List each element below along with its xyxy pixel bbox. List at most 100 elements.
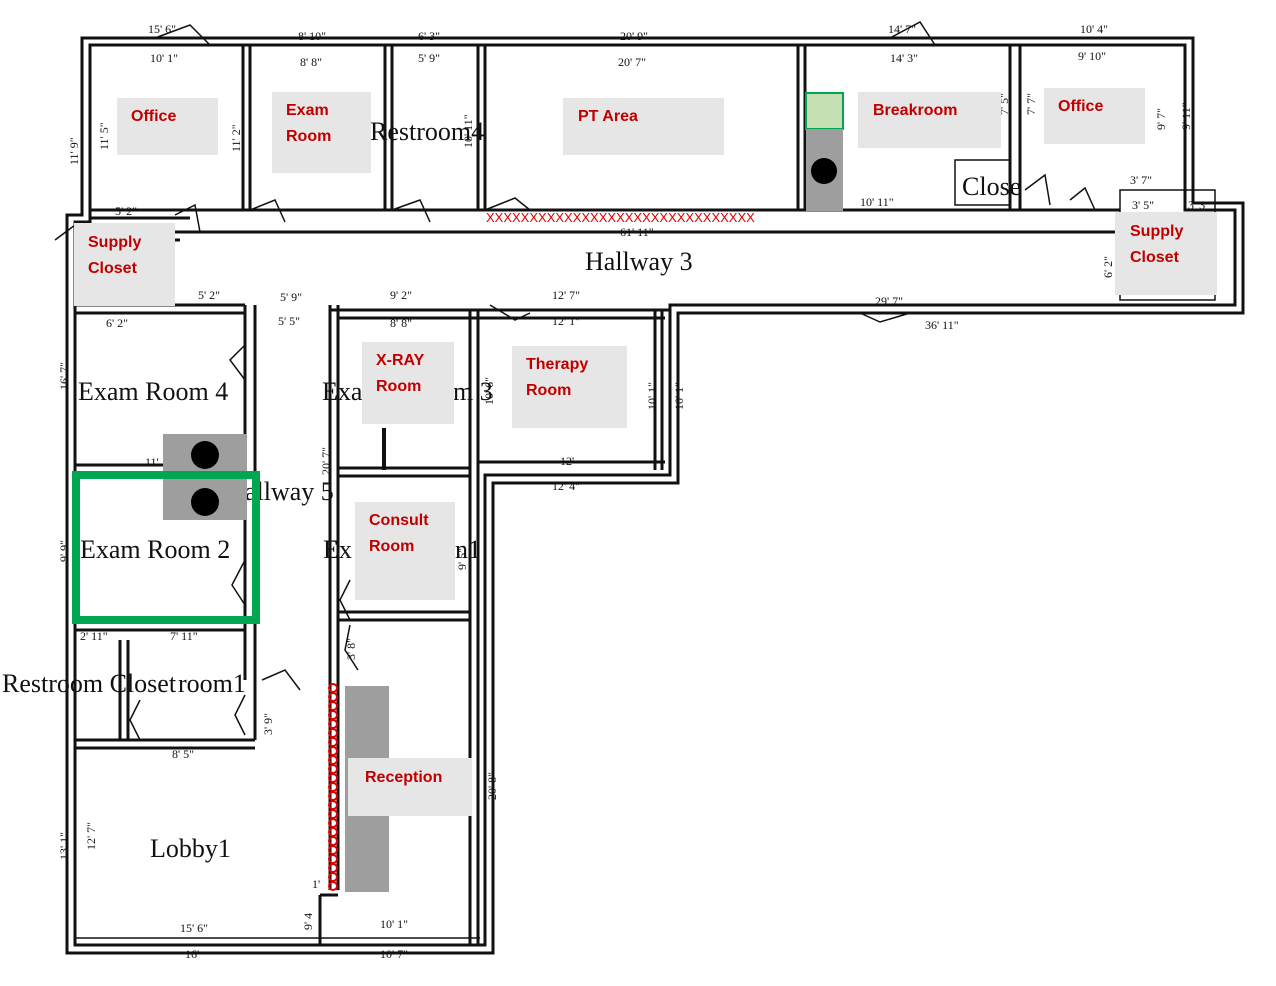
- dimension-label: 11' 2": [229, 124, 243, 152]
- dimension-label: 10' 6": [482, 377, 496, 405]
- dimension-label: 12' 1": [552, 314, 580, 328]
- dimension-label: 8' 10": [298, 29, 326, 43]
- dimension-label: 6' 2": [1101, 256, 1115, 278]
- label-breakroom: Breakroom: [873, 102, 958, 119]
- top-room-walls: [90, 45, 1216, 301]
- label-reception: Reception: [365, 769, 443, 786]
- room-name-restroom-4: Restroom4: [370, 117, 484, 146]
- room-name-restroom-closet: Restroom Closet: [2, 669, 177, 698]
- dimension-label: 12' 7": [84, 822, 98, 850]
- label-box-xray-room: [362, 342, 454, 424]
- dimension-label: 20' 7": [319, 447, 333, 475]
- dimension-label: 14' 3": [890, 51, 918, 65]
- dimension-label: 5' 9": [280, 290, 302, 304]
- dimension-label: 20' 9": [620, 29, 648, 43]
- dimension-label: 10' 4": [1080, 22, 1108, 36]
- label-box-office-left: [117, 98, 218, 155]
- equipment-dot: [811, 158, 837, 184]
- label-box-breakroom: [858, 92, 1001, 148]
- dimension-label: 10' 1": [380, 917, 408, 931]
- dimension-label: 1': [312, 877, 320, 891]
- dimension-label: 3' 5": [1132, 198, 1154, 212]
- dimension-label: 20' 8": [485, 772, 499, 800]
- label-supply-closet-right: Supply Closet: [1130, 223, 1184, 266]
- label-office-left: Office: [131, 108, 177, 125]
- dimension-label: 15' 6": [148, 22, 176, 36]
- highlight-exam-room-2: [72, 471, 260, 624]
- room-name-exam-room-1-b: n1: [455, 535, 481, 564]
- door-marks-hallway: XXXXXXXXXXXXXXXXXXXXXXXXXXXXXXX: [486, 210, 755, 225]
- room-name-exam-room-3-a: Exa: [322, 377, 363, 406]
- room-name-closet: Close: [962, 172, 1021, 201]
- dimension-label: 12': [560, 454, 574, 468]
- room-name-lobby-1: Lobby1: [150, 834, 231, 863]
- room-name-exam-room-3-b: m 3: [453, 377, 493, 406]
- label-box-therapy-room: [512, 346, 627, 428]
- label-box-exam-room-top: [272, 92, 371, 173]
- dimension-label: 10' 1": [150, 51, 178, 65]
- dimension-label: 10' 1": [672, 382, 686, 410]
- dimension-label: 9' 4: [301, 913, 315, 930]
- dimension-label: 16' 7": [57, 362, 71, 390]
- dimension-label: 11' 9": [67, 137, 81, 165]
- dimension-label: 7' 7": [1024, 93, 1038, 115]
- dimension-label: 36' 11": [925, 318, 959, 332]
- dimension-label: 3' 9": [261, 713, 275, 735]
- dimension-label: 8' 8": [390, 316, 412, 330]
- dimension-label: 10' 1": [645, 382, 659, 410]
- label-box-consult-room: [355, 502, 455, 600]
- label-consult-room: Consult Room: [369, 512, 429, 555]
- dimension-label: 5' 9": [418, 51, 440, 65]
- room-name-restroom-1: room1: [178, 669, 246, 698]
- dimension-label: 3' 7": [1130, 173, 1152, 187]
- dimension-label: 16': [185, 947, 199, 961]
- dimension-label: 10' 7": [380, 947, 408, 961]
- label-therapy-room: Therapy Room: [526, 356, 589, 399]
- dimension-label: 5' 2": [198, 288, 220, 302]
- label-box-supply-closet-left: [74, 223, 175, 306]
- room-name-hallway-3: Hallway 3: [585, 247, 693, 276]
- dimension-label: 6' 2": [106, 316, 128, 330]
- room-name-exam-room-2: Exam Room 2: [80, 535, 230, 564]
- dimension-label: 11': [145, 455, 159, 469]
- reception-marker-chain: [328, 683, 338, 891]
- dimension-label: 61' 11": [620, 225, 654, 239]
- dimension-label: 9' 10": [1078, 49, 1106, 63]
- label-xray-room: X-RAY Room: [376, 352, 425, 395]
- dimension-label: 8' 8": [300, 55, 322, 69]
- dimension-label: 9' 9": [57, 540, 71, 562]
- room-name-exam-room-1-a: Ex: [323, 535, 352, 564]
- dimension-label: 9' 5": [455, 548, 469, 570]
- label-supply-closet-left: Supply Closet: [88, 234, 142, 277]
- equipment-dot: [191, 488, 219, 516]
- dimension-label: 9' 7": [1154, 108, 1168, 130]
- label-box-pt-area: [563, 98, 724, 155]
- dimension-label: 11' 5": [97, 122, 111, 150]
- dimension-label: 12' 4": [552, 479, 580, 493]
- dimension-label: 10' 11": [461, 114, 475, 148]
- dimension-label: 20' 7": [618, 55, 646, 69]
- label-office-right: Office: [1058, 98, 1104, 115]
- dimension-label: 3' 3": [1188, 198, 1210, 212]
- dimension-label: 9' 2": [390, 288, 412, 302]
- dimension-labels: 15' 6" 8' 10" 6' 3" 20' 9" 14' 7" 10' 4"…: [57, 22, 1210, 961]
- green-equipment-block: [805, 92, 844, 130]
- dimension-label: 5' 5": [278, 314, 300, 328]
- dimension-label: 29' 7": [875, 294, 903, 308]
- label-box-reception: [348, 758, 472, 816]
- dimension-label: 12' 7": [552, 288, 580, 302]
- dimension-label: 15' 6": [180, 921, 208, 935]
- label-exam-room-top: Exam Room: [286, 102, 332, 145]
- label-pt-area: PT Area: [578, 108, 638, 125]
- dimension-label: 5' 2": [115, 204, 137, 218]
- outer-walls: [65, 36, 1245, 955]
- dimension-label: 6' 3": [418, 29, 440, 43]
- dimension-label: 3' 8": [344, 638, 358, 660]
- room-name-exam-room-4: Exam Room 4: [78, 377, 228, 406]
- dimension-label: 13' 1": [57, 832, 71, 860]
- label-box-supply-closet-right: [1115, 212, 1217, 295]
- dimension-label: 7' 11": [170, 629, 198, 643]
- dimension-label: 8' 5": [172, 747, 194, 761]
- label-box-office-right: [1044, 88, 1145, 144]
- equipment-dot: [191, 441, 219, 469]
